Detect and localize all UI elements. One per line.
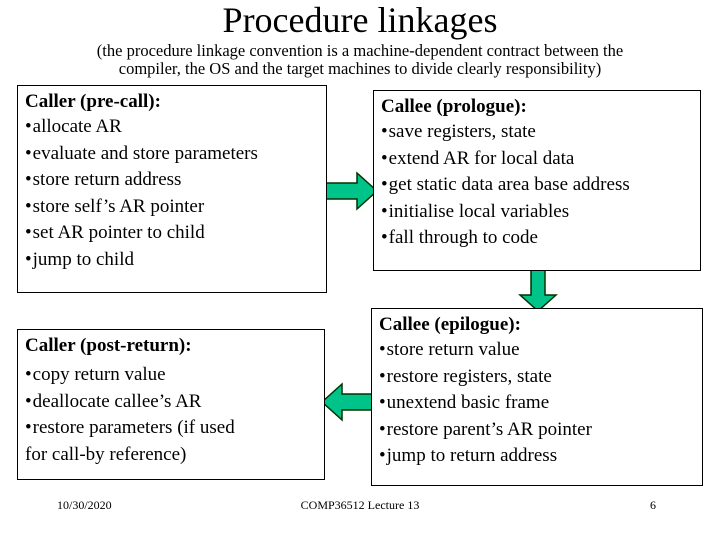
box-title-caller-pre-call: Caller (pre-call): [25, 91, 161, 112]
list-caller-pre-call: allocate AR evaluate and store parameter… [25, 114, 321, 273]
list-item: restore registers, state [379, 364, 697, 391]
box-callee-prologue[interactable]: Callee (prologue): save registers, state… [373, 90, 701, 271]
list-item: allocate AR [25, 114, 321, 141]
box-caller-post-return[interactable]: Caller (post-return): copy return value … [17, 329, 325, 480]
list-item: fall through to code [381, 225, 695, 252]
arrow-left-icon [320, 381, 378, 423]
box-title-callee-epilogue: Callee (epilogue): [379, 314, 521, 335]
list-item-continuation: for call-by reference) [25, 443, 187, 465]
list-item: set AR pointer to child [25, 220, 321, 247]
list-item: store return address [25, 167, 321, 194]
page-title: Procedure linkages [222, 0, 498, 40]
list-item: deallocate callee’s AR [25, 389, 319, 416]
box-caller-pre-call[interactable]: Caller (pre-call): allocate AR evaluate … [17, 85, 327, 293]
subtitle-line-2: compiler, the OS and the target machines… [118, 58, 602, 78]
list-item: restore parent’s AR pointer [379, 417, 697, 444]
box-title-caller-post-return: Caller (post-return): [25, 335, 192, 356]
footer-lecture-title: COMP36512 Lecture 13 [300, 498, 420, 512]
list-item: save registers, state [381, 119, 695, 146]
footer-date: 10/30/2020 [57, 498, 112, 512]
list-item: unextend basic frame [379, 390, 697, 417]
list-item: restore parameters (if used [25, 415, 319, 442]
box-callee-epilogue[interactable]: Callee (epilogue): store return value re… [371, 308, 703, 486]
list-callee-epilogue: store return value restore registers, st… [379, 337, 697, 470]
page-subtitle: (the procedure linkage convention is a m… [50, 42, 670, 77]
list-caller-post-return: copy return value deallocate callee’s AR… [25, 362, 319, 468]
footer-page-number: 6 [650, 498, 656, 512]
slide-footer: 10/30/2020 COMP36512 Lecture 13 6 [0, 496, 720, 514]
list-item: extend AR for local data [381, 146, 695, 173]
list-item: jump to return address [379, 443, 697, 470]
list-item: initialise local variables [381, 199, 695, 226]
subtitle-line-1: (the procedure linkage convention is a m… [96, 41, 624, 60]
arrow-right-icon [324, 171, 378, 211]
box-title-callee-prologue: Callee (prologue): [381, 96, 527, 117]
list-item: jump to child [25, 247, 321, 274]
arrow-down-icon [518, 266, 558, 312]
list-item: store return value [379, 337, 697, 364]
list-item: copy return value [25, 362, 319, 389]
list-item: evaluate and store parameters [25, 141, 321, 168]
list-callee-prologue: save registers, state extend AR for loca… [381, 119, 695, 252]
list-item: store self’s AR pointer [25, 194, 321, 221]
list-item: get static data area base address [381, 172, 695, 199]
